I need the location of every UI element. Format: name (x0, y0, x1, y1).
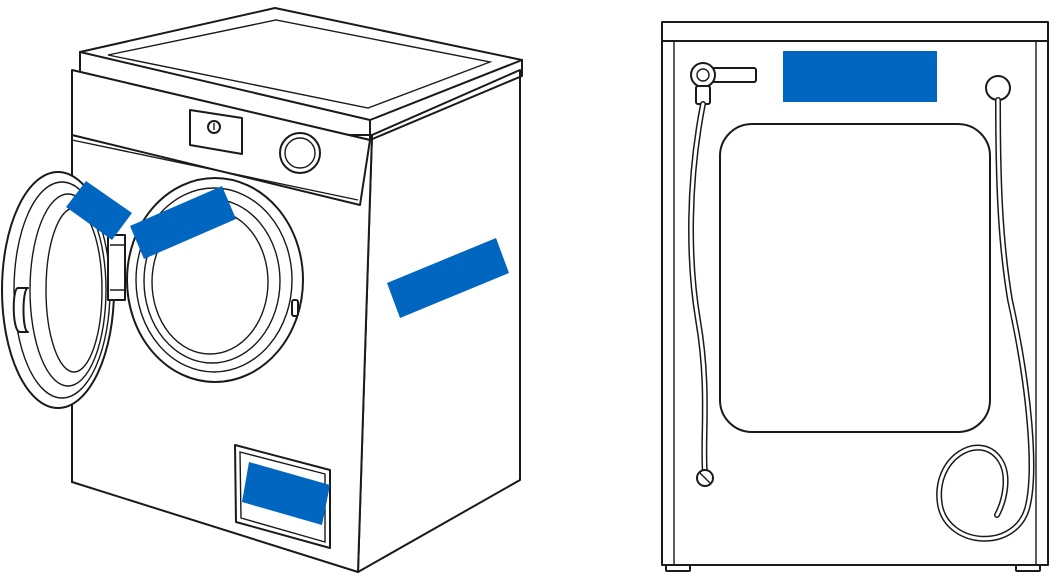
inlet-hose (688, 101, 714, 487)
rear-view-washing-machine (661, 21, 1049, 572)
program-knob (279, 132, 321, 174)
water-inlet-valve (690, 62, 757, 105)
rear-service-cover (719, 123, 991, 433)
drain-hose (936, 75, 1035, 542)
front-view-washing-machine (1, 7, 523, 573)
door-top-tape (130, 186, 236, 259)
side-panel (357, 69, 521, 573)
door-hinge-tape (66, 181, 132, 240)
side-panel-tape (387, 238, 509, 318)
filter-flap-tape (242, 462, 330, 525)
rear-top-tape (783, 51, 937, 102)
door-hinge (107, 234, 126, 301)
